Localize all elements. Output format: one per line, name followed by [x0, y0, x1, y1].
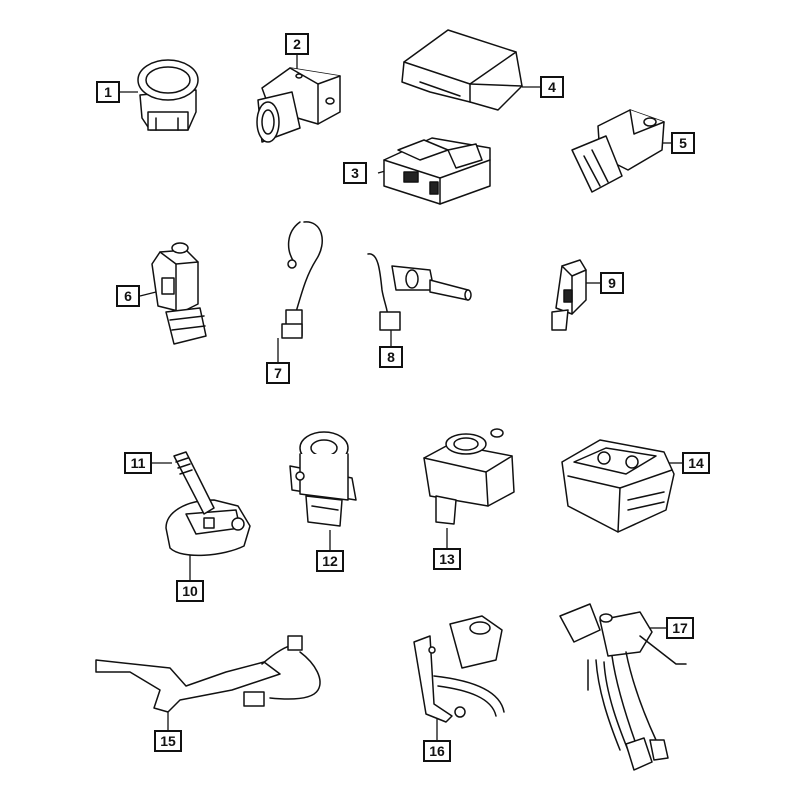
callout-11: 11: [124, 452, 152, 474]
callout-2: 2: [285, 33, 309, 55]
part-15-harness: [95, 635, 321, 713]
part-17-valve-assembly: [559, 603, 687, 771]
callout-12: 12: [316, 550, 344, 572]
part-13-actuator: [423, 428, 515, 525]
callout-15: 15: [154, 730, 182, 752]
part-2-sensor: [256, 67, 341, 143]
leader-6: [139, 291, 157, 297]
callout-16: 16: [423, 740, 451, 762]
part-12-sensor: [289, 431, 357, 527]
callout-7: 7: [266, 362, 290, 384]
part-7-cable: [281, 221, 323, 339]
callout-8: 8: [379, 346, 403, 368]
callout-5: 5: [671, 132, 695, 154]
part-6-sensor: [151, 242, 207, 345]
callout-14: 14: [682, 452, 710, 474]
callout-10: 10: [176, 580, 204, 602]
part-8-probe: [367, 253, 472, 331]
part-9-sensor: [551, 259, 587, 331]
callout-6: 6: [116, 285, 140, 307]
callout-17: 17: [666, 617, 694, 639]
callout-9: 9: [600, 272, 624, 294]
callout-4: 4: [540, 76, 564, 98]
part-10-tpms-sensor: [165, 499, 251, 557]
part-3-module: [383, 137, 491, 205]
part-14-radar: [561, 439, 675, 533]
callout-13: 13: [433, 548, 461, 570]
callout-1: 1: [96, 81, 120, 103]
part-5-sensor: [571, 109, 665, 193]
part-1-sensor: [137, 59, 199, 131]
part-4-cover: [401, 29, 523, 111]
part-11-valve-stem: [173, 451, 215, 515]
callout-3: 3: [343, 162, 367, 184]
part-16-sensor-bracket: [413, 615, 505, 723]
